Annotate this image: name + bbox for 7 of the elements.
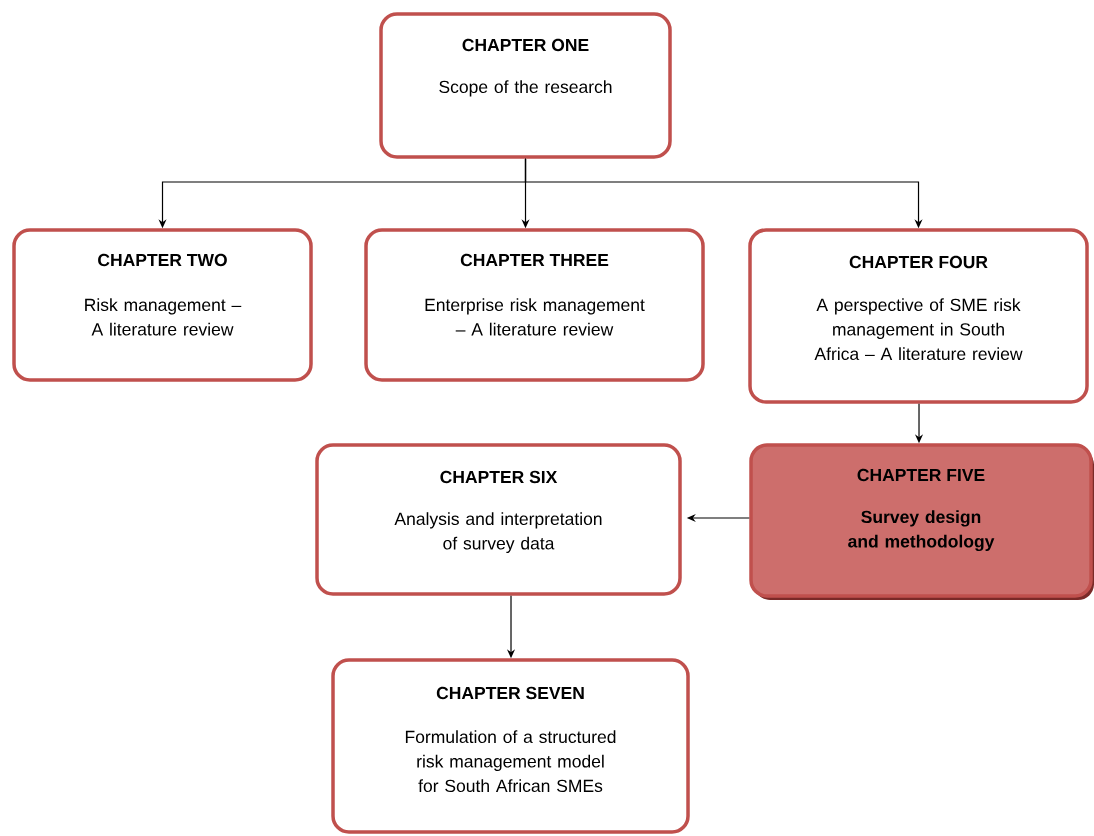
chapter-box: CHAPTER FOUR A perspective of SME risk management in South Africa – A literature review: [748, 228, 1089, 404]
chapter-box: CHAPTER SEVEN Formulation of a structured risk management model for South African SMEs: [331, 658, 690, 834]
chapter-box: CHAPTER TWO Risk management – A literature review: [12, 228, 313, 382]
chapter-box: CHAPTER THREE Enterprise risk management – A literature review: [364, 228, 705, 382]
chapter-box: CHAPTER SIX Analysis and interpretation of survey data: [315, 443, 682, 596]
chapter-box: CHAPTER ONE Scope of the research: [379, 12, 672, 159]
chapter-box: CHAPTER FIVE Survey design and methodology: [749, 443, 1094, 600]
